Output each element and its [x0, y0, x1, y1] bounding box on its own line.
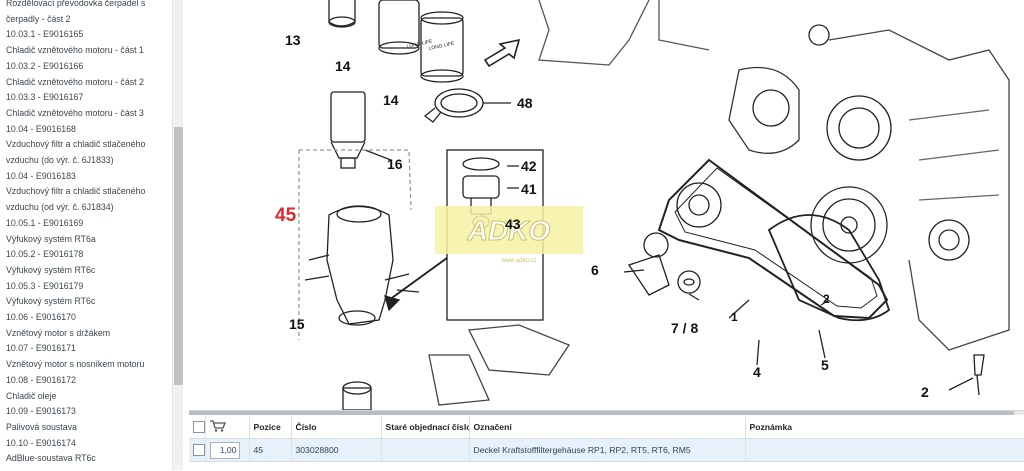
- sidebar-item-label: Vznětový motor s držákem: [6, 327, 111, 338]
- sidebar-item-label: Palivová soustava: [6, 421, 77, 432]
- row-qty-cell[interactable]: 1,00: [205, 438, 250, 462]
- sidebar-item-label: Výfukový systém RT6a: [6, 233, 96, 244]
- select-all-checkbox[interactable]: [193, 421, 204, 433]
- table-header-row: Pozice Číslo Staré objednací číslo Označ…: [189, 416, 1024, 439]
- callout-48[interactable]: 48: [517, 95, 533, 111]
- drawing-canvas: ADKO www.adko.cz LONG LIFE LONG LIFE: [298, 0, 1010, 410]
- sidebar-item-label: AdBlue-soustava RT6c: [6, 453, 96, 464]
- sidebar-item-code: 10.06 - E9016170: [6, 312, 76, 323]
- sidebar-item-label: Výfukový systém RT6c: [6, 264, 96, 275]
- callout-5[interactable]: 5: [821, 357, 829, 373]
- filter-14a-shape: [378, 0, 420, 49]
- callout-1[interactable]: 1: [731, 310, 738, 324]
- sidebar: Rozdělovací převodovka čerpadel s čerpadl…: [0, 0, 183, 470]
- sidebar-item-code: 10.09 - E9016173: [6, 406, 76, 417]
- callout-7-8[interactable]: 7 / 8: [671, 320, 699, 336]
- sidebar-scrollbar-thumb[interactable]: [174, 127, 183, 385]
- sidebar-item-code: 10.03.3 - E9016167: [6, 92, 84, 103]
- sidebar-item-code: 10.05.1 - E9016169: [6, 217, 84, 228]
- header-cart: [205, 416, 250, 439]
- sidebar-item-label: Vzduchový filtr a chladič stlačeného vzd…: [6, 186, 146, 213]
- sidebar-item-label: Chladič vznětového motoru - část 1: [6, 45, 144, 56]
- watermark-text: ADKO: [467, 215, 551, 246]
- parts-table: Pozice Číslo Staré objednací číslo Označ…: [189, 416, 1024, 462]
- sidebar-scrollbar[interactable]: [172, 0, 183, 470]
- callout-14b[interactable]: 14: [383, 92, 399, 108]
- filter-label-a: LONG LIFE: [406, 39, 433, 50]
- sidebar-item-label: Chladič oleje: [6, 390, 57, 401]
- header-poznamka[interactable]: Poznámka: [745, 416, 1024, 439]
- sidebar-item-code: 10.03.2 - E9016166: [6, 60, 84, 71]
- sidebar-item-code: 10.08 - E9016172: [6, 374, 76, 385]
- callout-13[interactable]: 13: [285, 32, 301, 48]
- row-poznamka: [745, 438, 1024, 462]
- sidebar-item-code: 10.10 - E9016174: [6, 437, 76, 448]
- sidebar-item[interactable]: Rozdělovací převodovka čerpadel s čerpadl…: [0, 0, 172, 27]
- callout-4[interactable]: 4: [753, 364, 761, 380]
- cart-icon: [209, 420, 226, 432]
- header-select-all[interactable]: [189, 416, 206, 439]
- callout-15[interactable]: 15: [289, 316, 305, 332]
- callout-2-belt[interactable]: 2: [823, 292, 830, 306]
- sidebar-item-label: Výfukový systém RT6c: [6, 296, 96, 307]
- housing-shape: [326, 205, 394, 325]
- sidebar-list: Rozdělovací převodovka čerpadel s čerpadl…: [0, 0, 172, 470]
- callout-43[interactable]: 43: [505, 216, 521, 232]
- callout-14a[interactable]: 14: [335, 58, 351, 74]
- filter-13-shape: [328, 0, 356, 27]
- header-pozice[interactable]: Pozice: [249, 416, 292, 439]
- row-checkbox[interactable]: [193, 444, 204, 456]
- sidebar-item-code: 10.05.3 - E9016179: [6, 280, 84, 291]
- watermark-url: www.adko.cz: [500, 258, 536, 264]
- table-row[interactable]: 1,00 45 303028800 Deckel Kraftstofffilte…: [189, 438, 1024, 462]
- sidebar-item-label: Vznětový motor s nosníkem motoru: [6, 359, 145, 370]
- sidebar-item-label: Chladič vznětového motoru - část 3: [6, 107, 144, 118]
- sidebar-item-code: 10.07 - E9016171: [6, 343, 76, 354]
- row-oznaceni: Deckel Kraftstofffiltergehäuse RP1, RP2,…: [469, 438, 746, 462]
- parts-table-panel: Pozice Číslo Staré objednací číslo Označ…: [189, 410, 1024, 471]
- exploded-parts-drawing: ADKO www.adko.cz LONG LIFE LONG LIFE 13 …: [189, 0, 1024, 410]
- sidebar-item-code: 10.04 - E9016168: [6, 123, 76, 134]
- quantity-input[interactable]: 1,00: [209, 441, 240, 459]
- sidebar-item-label: Vzduchový filtr a chladič stlačeného vzd…: [6, 139, 146, 166]
- callout-16[interactable]: 16: [387, 156, 403, 172]
- filter-14b-shape: [420, 17, 464, 77]
- row-pozice: 45: [249, 438, 292, 462]
- callout-41[interactable]: 41: [521, 181, 537, 197]
- header-cislo[interactable]: Číslo: [291, 416, 382, 439]
- sidebar-item-code: 10.03.1 - E9016165: [6, 29, 84, 40]
- callout-42[interactable]: 42: [521, 158, 537, 174]
- row-cislo: 303028800: [291, 438, 382, 462]
- sidebar-item-code: 10.05.2 - E9016178: [6, 249, 84, 260]
- parts-horizontal-scrollbar[interactable]: [189, 411, 1024, 415]
- row-checkbox-cell[interactable]: [189, 438, 206, 462]
- filter-label-b: LONG LIFE: [428, 41, 455, 52]
- row-stare-cislo: [381, 438, 470, 462]
- callout-6[interactable]: 6: [591, 262, 599, 278]
- header-oznaceni[interactable]: Označení: [469, 416, 746, 439]
- header-stare-cislo[interactable]: Staré objednací číslo: [381, 416, 470, 439]
- sidebar-item-label: čerpadly - část 2: [6, 13, 71, 24]
- callout-2-bolt[interactable]: 2: [921, 384, 929, 400]
- sidebar-item-code: 10.04 - E9016183: [6, 170, 76, 181]
- parts-horizontal-scrollbar-thumb[interactable]: [189, 411, 1014, 415]
- callout-45-highlighted[interactable]: 45: [275, 205, 297, 226]
- sidebar-item-code: Rozdělovací převodovka čerpadel s: [6, 0, 146, 8]
- sidebar-item-label: Chladič vznětového motoru - část 2: [6, 76, 144, 87]
- watermark-logo: ADKO www.adko.cz: [435, 206, 583, 264]
